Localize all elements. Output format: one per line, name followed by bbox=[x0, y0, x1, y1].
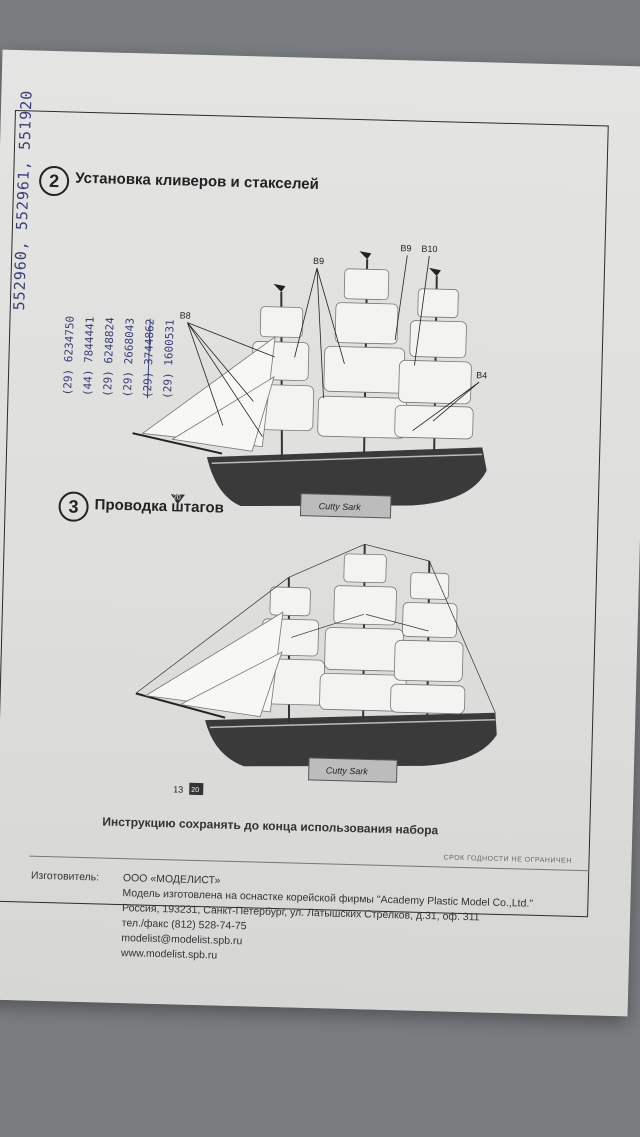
part-label-b9-right: B9 bbox=[400, 243, 411, 253]
handwritten-phone-list: (29) 6234750 (44) 7844441 (29) 6248824 (… bbox=[58, 316, 181, 400]
manufacturer-label: Изготовитель: bbox=[30, 869, 100, 884]
part-label-b9-left: B9 bbox=[313, 256, 324, 266]
hull bbox=[206, 447, 487, 507]
instruction-sheet: 2 Установка кливеров и стакселей Cutty S… bbox=[0, 49, 640, 1017]
ship-illustration-step3: Cutty Sark 13 bbox=[135, 543, 497, 796]
handwritten-phone-4: (29) 2668043 bbox=[120, 317, 137, 398]
part-label-b4: B4 bbox=[476, 370, 487, 380]
ship-illustration-step2: Cutty Sark bbox=[132, 243, 487, 519]
step3-page-number: 13 bbox=[173, 784, 183, 794]
part-label-b8: B8 bbox=[180, 310, 191, 320]
handwritten-phone-6: (29) 1600531 bbox=[160, 319, 177, 400]
stand-nameplate: Cutty Sark bbox=[319, 501, 362, 512]
handwritten-phone-2: (44) 7844441 bbox=[80, 316, 97, 397]
handwritten-phone-1: (29) 6234750 bbox=[60, 315, 77, 396]
handwritten-phone-3: (29) 6248824 bbox=[100, 317, 117, 397]
stand-nameplate: Cutty Sark bbox=[326, 765, 369, 776]
display-stand bbox=[299, 493, 392, 519]
handwritten-phone-5: (29) 3744862 bbox=[140, 318, 157, 399]
part-label-b10: B10 bbox=[421, 244, 437, 254]
display-stand bbox=[308, 757, 398, 783]
step2-page-badge: 20 bbox=[173, 494, 181, 501]
step3-page-badge: 20 bbox=[191, 787, 199, 794]
